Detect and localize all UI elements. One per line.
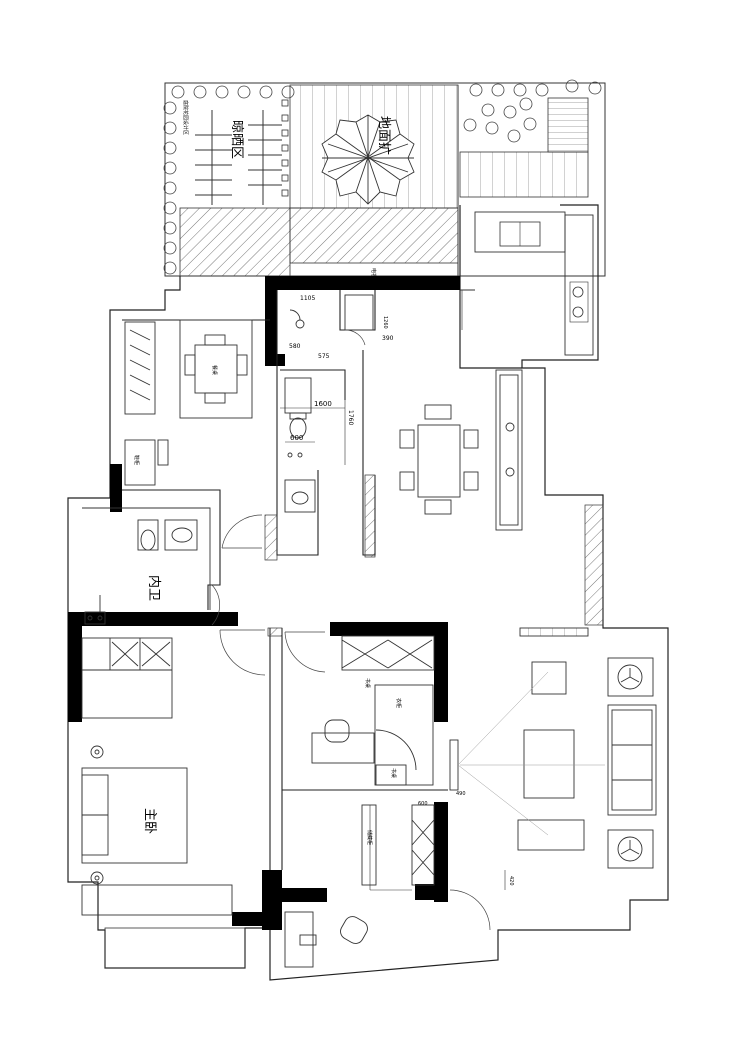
basin-icon <box>291 491 309 505</box>
garden-note-label: 庭院花园设计区 <box>182 100 189 135</box>
toilet-icon <box>140 529 156 551</box>
dim-390: 390 <box>382 335 394 342</box>
stove-burner-icon <box>572 286 584 298</box>
study-corner <box>284 911 368 968</box>
storage-label: 储藏柜 <box>366 830 373 845</box>
shoe-cabinet-label: 鞋柜 <box>133 455 140 465</box>
dimension-labels: 1105 1260 580 575 390 1600 1760 600 600 … <box>289 295 514 886</box>
sideboard <box>495 369 523 531</box>
dim-1760: 1760 <box>347 410 354 425</box>
structural-walls <box>68 276 460 930</box>
tree-row-left <box>163 101 177 275</box>
drying-racks <box>195 110 282 205</box>
garden-zone <box>163 79 606 290</box>
steps <box>459 151 589 198</box>
storage-room <box>124 319 253 486</box>
dim-420: 420 <box>508 876 514 886</box>
inner-bath-label: 内卫 <box>146 575 162 601</box>
chair-icon <box>340 916 368 944</box>
toilet-icon <box>289 417 307 439</box>
kitchen <box>460 211 594 356</box>
bathroom-upper <box>284 294 374 513</box>
dim-1600: 1600 <box>314 400 332 408</box>
chair-icon <box>324 719 350 743</box>
fan-icon <box>617 664 643 690</box>
stepping-stones <box>281 99 289 197</box>
dining-table <box>399 404 479 515</box>
dim-1260: 1260 <box>382 316 388 329</box>
tree-row-top <box>171 79 602 99</box>
planting-bed <box>179 207 291 277</box>
tree-cluster-right <box>463 97 537 143</box>
armchair-icon <box>517 819 585 851</box>
basin-icon <box>171 527 193 543</box>
sofa-icon <box>607 704 657 816</box>
garden-area-label: 晾晒区 <box>229 120 245 159</box>
step-grid <box>547 97 589 153</box>
partition-walls <box>264 474 604 637</box>
balcony <box>104 927 246 969</box>
interior-walls <box>122 290 448 870</box>
doors <box>211 290 491 931</box>
study-room <box>311 635 435 886</box>
stove-burner-icon <box>572 306 584 318</box>
wardrobe-label: 衣柜 <box>395 698 402 708</box>
dim-490: 490 <box>456 791 466 797</box>
planting-bed-2 <box>289 207 459 264</box>
tv-cabinet <box>449 739 459 791</box>
dim-580: 580 <box>289 343 301 350</box>
dimension-lines <box>280 370 506 891</box>
study-desk-label: 书桌 <box>364 678 371 688</box>
armchair-icon <box>531 661 567 695</box>
master-bedroom <box>81 637 233 916</box>
ac-vent <box>519 627 589 637</box>
master-bedroom-label: 主卧 <box>142 808 157 834</box>
dim-600: 600 <box>290 434 303 442</box>
bed-icon <box>81 767 188 864</box>
umbrella-icon <box>321 114 415 205</box>
fan-icon <box>617 836 643 862</box>
room-labels: 地面扩 晾晒区 庭院花园设计区 内卫 主卧 餐桌 书桌 衣柜 鞋柜 书桌 储藏柜… <box>133 100 402 845</box>
desk-note-label: 书桌 <box>390 768 397 778</box>
tv-cabinet-label: 电视柜 <box>370 268 377 283</box>
dim-575: 575 <box>318 353 330 360</box>
dim-1105: 1105 <box>300 295 315 302</box>
inner-bath <box>82 507 211 625</box>
terrace-label: 地面扩 <box>376 116 391 155</box>
dining-label: 餐桌 <box>211 365 218 375</box>
dim-600b: 600 <box>418 801 428 807</box>
living-room <box>449 627 657 869</box>
